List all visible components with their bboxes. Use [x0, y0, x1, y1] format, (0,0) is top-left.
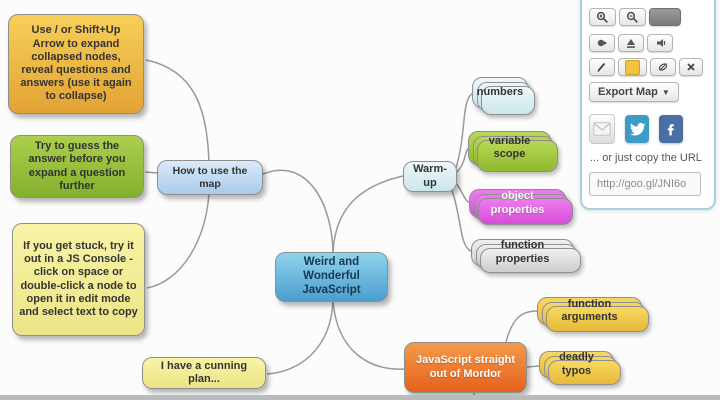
node-i-have-a-cunning-plan[interactable]: I have a cunning plan... [142, 357, 266, 389]
node-object-properties[interactable]: object properties [469, 189, 566, 218]
toolbar-row-node-actions [589, 34, 673, 52]
connector-tryguess-howto [144, 171, 159, 174]
node-function-arguments[interactable]: function arguments [537, 297, 642, 325]
toolbar-row-zoom [589, 8, 681, 26]
node-label: If you get stuck, try it out in a JS Con… [19, 239, 138, 318]
export-map-button[interactable]: Export Map ▼ [589, 82, 679, 102]
node-numbers[interactable]: numbers [472, 77, 528, 108]
node-warm-up[interactable]: Warm-up [403, 161, 457, 192]
focus-node-button[interactable] [589, 34, 615, 52]
leaf-icon [658, 63, 668, 71]
zoom-out-button[interactable] [619, 8, 646, 26]
node-function-properties[interactable]: function properties [471, 239, 574, 266]
twitter-bird-icon [629, 122, 646, 136]
node-label: object properties [490, 190, 545, 216]
node-label: JavaScript straight out of Mordor [415, 354, 516, 380]
share-tools-panel: Export Map ▼ ... or just copy the URL [580, 0, 716, 210]
speaker-button[interactable] [647, 34, 673, 52]
node-label: Try to guess the answer before you expan… [28, 140, 126, 192]
connector-usearrow-howto [145, 59, 210, 167]
node-if-you-get-stuck[interactable]: If you get stuck, try it out in a JS Con… [12, 223, 145, 336]
upload-button[interactable] [618, 34, 644, 52]
share-email-button[interactable] [589, 114, 615, 144]
node-label: function properties [495, 239, 550, 265]
email-icon [593, 122, 611, 136]
node-root-weird-and-wonderful-javascript[interactable]: Weird and Wonderful JavaScript [275, 252, 388, 302]
node-try-to-guess[interactable]: Try to guess the answer before you expan… [10, 135, 144, 198]
connector-mordor-typos [526, 365, 540, 368]
node-deadly-typos[interactable]: deadly typos [539, 351, 614, 378]
node-use-shift-up-arrow[interactable]: Use / or Shift+Up Arrow to expand collap… [8, 14, 144, 114]
zoom-in-button[interactable] [589, 8, 616, 26]
node-label: I have a cunning plan... [160, 359, 248, 385]
map-url-input[interactable] [589, 172, 701, 196]
connector-warmup-root [332, 175, 404, 254]
connector-mordor-funcargs [505, 310, 538, 343]
share-facebook-button[interactable] [659, 115, 683, 143]
share-twitter-button[interactable] [625, 115, 649, 143]
node-javascript-straight-out-of-mordor[interactable]: JavaScript straight out of Mordor [404, 342, 527, 393]
connector-root-mordor [332, 300, 406, 370]
connector-warmup-objprops [455, 182, 471, 204]
node-label: variable scope [488, 134, 531, 160]
node-label: deadly typos [559, 351, 594, 377]
window-bottom-edge [0, 395, 720, 400]
focus-node-icon [597, 39, 607, 47]
pencil-icon [597, 62, 606, 72]
color-swatch [625, 59, 640, 75]
node-variable-scope[interactable]: variable scope [468, 131, 551, 165]
edit-node-button[interactable] [589, 58, 615, 76]
export-row: Export Map ▼ [589, 82, 679, 102]
node-label: Warm-up [413, 163, 447, 189]
delete-node-button[interactable] [679, 58, 703, 76]
zoom-out-icon [626, 11, 638, 23]
facebook-f-icon [667, 124, 674, 136]
connector-root-cunning [266, 300, 334, 375]
style-button[interactable] [650, 58, 676, 76]
delete-icon [687, 63, 695, 71]
node-label: How to use the map [172, 164, 248, 190]
node-label: Weird and Wonderful JavaScript [302, 256, 361, 296]
connector-getstuck-howto [146, 192, 210, 289]
caret-down-icon: ▼ [661, 87, 670, 97]
export-map-label: Export Map [598, 86, 658, 98]
share-icons-row [589, 114, 683, 144]
node-label: Use / or Shift+Up Arrow to expand collap… [20, 24, 132, 103]
node-label: function arguments [561, 297, 618, 323]
reset-view-button[interactable] [649, 8, 681, 26]
speaker-icon [657, 39, 666, 47]
connector-warmup-funcprops [451, 189, 473, 253]
connector-warmup-numbers [455, 92, 474, 169]
node-label: numbers [476, 85, 524, 98]
copy-url-caption: ... or just copy the URL [590, 152, 702, 164]
node-color-button[interactable] [618, 58, 647, 76]
zoom-in-icon [596, 11, 608, 23]
connector-howto-root [262, 169, 334, 254]
upload-icon [627, 39, 635, 48]
node-how-to-use-the-map[interactable]: How to use the map [157, 160, 263, 195]
toolbar-row-edit [589, 58, 703, 76]
